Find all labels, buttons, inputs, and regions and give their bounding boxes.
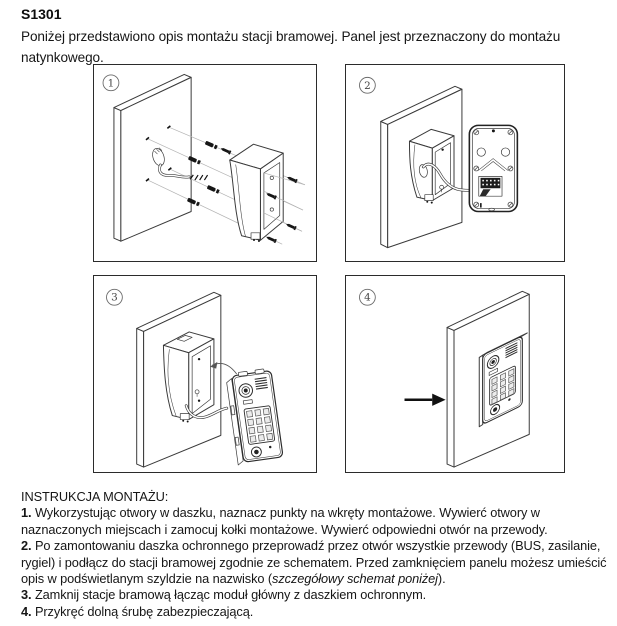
call-button — [250, 445, 272, 458]
step-4-badge: 4 — [359, 288, 376, 306]
instruction-step-3: 3. Zamknij stacje bramową łącząc moduł g… — [21, 587, 610, 603]
hood-latch — [250, 232, 261, 240]
rain-hood-illustration — [229, 143, 306, 242]
step-4-illustration: 4 — [359, 288, 530, 468]
step-3-badge: 3 — [106, 288, 123, 306]
cable-illustration — [152, 147, 209, 181]
mounted-station-illustration — [478, 332, 528, 428]
step-2-number: 2. — [21, 538, 32, 554]
wires-illustration — [184, 404, 229, 419]
front-panel-illustration — [226, 368, 284, 466]
rain-hood-illustration — [408, 128, 455, 204]
figure-step-2: 2 — [345, 64, 565, 262]
keypad — [243, 405, 276, 445]
cable-hole — [418, 164, 428, 178]
figure-step-3: 3 — [93, 275, 317, 473]
installation-instructions: INSTRUKCJA MONTAŻU: 1. Wykorzystując otw… — [21, 489, 610, 620]
step-1-text: Wykorzystując otwory w daszku, naznacz p… — [21, 505, 548, 537]
corner-screws — [473, 129, 514, 208]
step-3-number: 3. — [21, 587, 32, 603]
name-label — [242, 399, 253, 405]
instruction-step-4: 4. Przykręć dolną śrubę zabezpieczającą. — [21, 604, 610, 620]
step-4-text: Przykręć dolną śrubę zabezpieczającą. — [31, 603, 254, 619]
hood-latch — [424, 194, 434, 201]
call-button — [490, 398, 511, 416]
step-1-illustration: 1 — [102, 73, 306, 245]
camera — [238, 383, 253, 398]
direction-arrow — [404, 393, 446, 406]
step-4-number: 4. — [21, 603, 32, 619]
wire-bundle — [479, 189, 491, 197]
step-2-illustration: 2 — [359, 76, 519, 249]
step-2-badge-number: 2 — [364, 80, 371, 92]
speaker-grille — [254, 377, 268, 390]
page-title: S1301 — [21, 6, 62, 22]
rain-hood-illustration — [162, 331, 215, 423]
instructions-heading: INSTRUKCJA MONTAŻU: — [21, 489, 169, 504]
mounting-hole-marks — [145, 125, 172, 182]
figure-step-4: 4 — [345, 275, 565, 473]
instruction-step-2: 2. Po zamontowaniu daszka ochronnego prz… — [21, 538, 610, 587]
keypad — [489, 365, 516, 406]
chevron-mark — [478, 158, 509, 171]
camera — [486, 355, 500, 369]
step-3-illustration: 3 — [106, 288, 284, 468]
rotate-arrow — [209, 361, 238, 375]
step-2-badge: 2 — [359, 76, 376, 94]
wall-illustration — [113, 73, 192, 242]
step-2-text-end: ). — [437, 571, 446, 587]
step-1-badge: 1 — [102, 74, 120, 92]
step-1-badge-number: 1 — [108, 77, 115, 89]
instruction-step-1: 1. Wykorzystując otwory w daszku, naznac… — [21, 505, 610, 538]
step-2-italic-note: szczegółowy schemat poniżej — [272, 571, 438, 587]
station-back-illustration — [468, 124, 519, 213]
stripped-wire-end — [189, 174, 209, 181]
terminal-contacts — [482, 179, 500, 186]
speaker-grille — [505, 342, 518, 359]
step-3-text: Zamknij stacje bramową łącząc moduł głów… — [31, 587, 427, 603]
hood-latch — [179, 413, 190, 420]
intro-paragraph: Poniżej przedstawiono opis montażu stacj… — [21, 29, 561, 65]
wall-anchors — [187, 140, 220, 207]
name-label — [488, 367, 498, 376]
figure-step-1: 1 — [93, 64, 317, 262]
terminal-block — [480, 177, 501, 189]
step-2-text: Po zamontowaniu daszka ochronnego przepr… — [21, 538, 607, 587]
step-4-badge-number: 4 — [364, 292, 371, 304]
step-1-number: 1. — [21, 505, 32, 521]
step-3-badge-number: 3 — [111, 292, 118, 304]
mounting-screws — [220, 148, 298, 244]
